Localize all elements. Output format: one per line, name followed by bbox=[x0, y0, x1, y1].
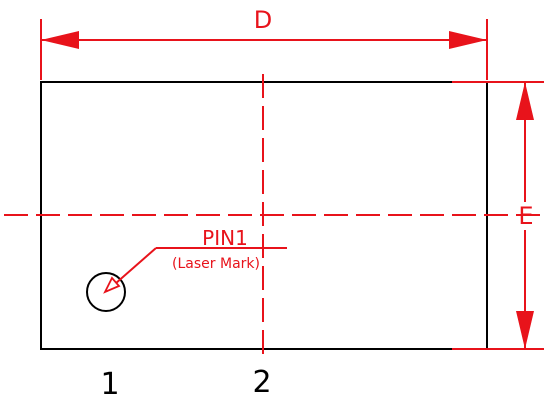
width-arrowhead-left bbox=[41, 31, 79, 49]
pin1-leader-arrowhead bbox=[103, 276, 121, 294]
pin1-leader: PIN1 (Laser Mark) bbox=[103, 226, 287, 294]
width-arrowhead-right bbox=[449, 31, 487, 49]
pin1-title: PIN1 bbox=[202, 226, 248, 250]
height-arrowhead-top bbox=[516, 82, 534, 120]
height-dimension: E bbox=[452, 81, 544, 350]
height-dimension-label: E bbox=[518, 202, 533, 230]
pin1-mark-circle bbox=[86, 272, 126, 312]
pin-number-2: 2 bbox=[252, 365, 271, 400]
width-dimension: D bbox=[40, 6, 488, 80]
pin1-laser-mark-note: (Laser Mark) bbox=[172, 256, 260, 272]
width-dimension-label: D bbox=[254, 6, 272, 34]
height-arrowhead-bottom bbox=[516, 311, 534, 349]
pin-number-1: 1 bbox=[100, 367, 119, 402]
